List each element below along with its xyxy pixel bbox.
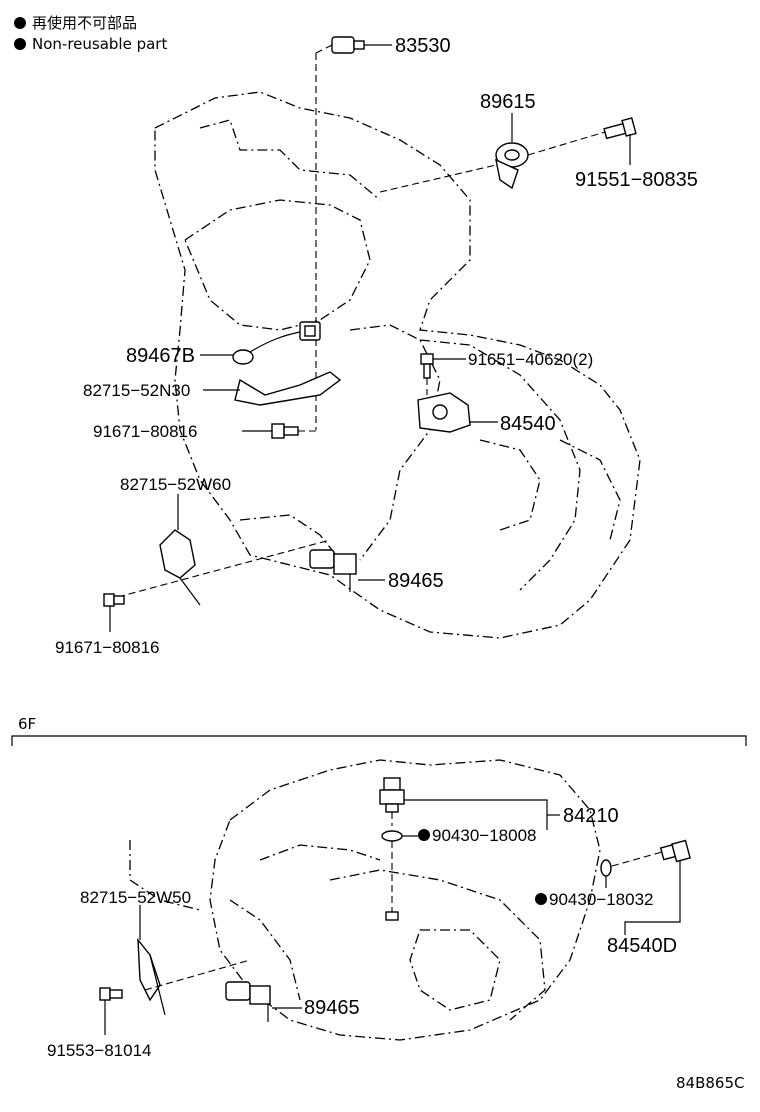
bolt-91553-81014[interactable] — [99, 987, 123, 1035]
legend-jp-text: 再使用不可部品 — [32, 14, 137, 32]
neutral-start-switch-84540[interactable] — [417, 392, 498, 433]
oil-pressure-switch-83530[interactable] — [315, 36, 392, 430]
part-label-84540[interactable]: 84540 — [500, 413, 556, 435]
bolt-91651-40620[interactable] — [420, 353, 466, 395]
part-label-91551-80835[interactable]: 91551−80835 — [575, 169, 698, 191]
gasket-90430-18032[interactable] — [600, 859, 612, 888]
switch-84540d[interactable] — [611, 839, 691, 935]
bolt-91551-80835[interactable] — [603, 117, 637, 165]
part-label-84540d[interactable]: 84540D — [607, 935, 677, 957]
oxygen-sensor-89467b[interactable] — [200, 321, 321, 365]
part-label-82715-52n30[interactable]: 82715−52N30 — [83, 381, 190, 400]
non-reusable-bullet-icon — [14, 17, 26, 29]
section-label-6f: 6F — [18, 715, 36, 733]
part-label-91553-81014[interactable]: 91553−81014 — [47, 1041, 151, 1060]
part-label-83530[interactable]: 83530 — [395, 35, 451, 57]
part-label-90430-18032[interactable]: 90430−18032 — [549, 890, 653, 909]
part-label-89465-bottom[interactable]: 89465 — [304, 997, 360, 1019]
bracket-82715-52w60[interactable] — [159, 494, 201, 606]
part-label-82715-52w60[interactable]: 82715−52W60 — [120, 475, 231, 494]
part-label-91671-80816-upper[interactable]: 91671−80816 — [93, 422, 197, 441]
part-label-82715-52w50[interactable]: 82715−52W50 — [80, 888, 191, 907]
part-label-91671-80816-lower[interactable]: 91671−80816 — [55, 638, 159, 657]
non-reusable-marker-icon — [418, 829, 430, 841]
non-reusable-marker-icon — [535, 893, 547, 905]
legend-en-text: Non-reusable part — [32, 35, 167, 53]
part-label-89615[interactable]: 89615 — [480, 91, 536, 113]
bracket-82715-52w50[interactable] — [137, 905, 251, 1016]
part-label-89465-top[interactable]: 89465 — [388, 570, 444, 592]
speed-sensor-89465-top[interactable] — [309, 549, 385, 592]
bolt-91671-80816-lower[interactable] — [103, 593, 125, 632]
part-label-90430-18008[interactable]: 90430−18008 — [432, 826, 536, 845]
speed-sensor-89465-bottom[interactable] — [225, 981, 302, 1022]
bracket-82715-52n30[interactable] — [203, 371, 342, 406]
bolt-91671-80816-upper[interactable] — [242, 423, 316, 439]
section-divider — [11, 735, 747, 746]
part-label-91651-40620[interactable]: 91651−40620(2) — [468, 350, 593, 369]
knock-sensor-89615[interactable] — [495, 113, 529, 190]
diagram-code: 84B865C — [676, 1074, 744, 1092]
sensor-84210[interactable] — [379, 777, 548, 830]
non-reusable-bullet-icon — [14, 38, 26, 50]
gasket-90430-18008[interactable] — [381, 830, 418, 921]
legend: 再使用不可部品 Non-reusable part — [14, 14, 167, 53]
part-label-89467b[interactable]: 89467B — [126, 345, 195, 367]
bottom-transaxle-outline — [129, 759, 601, 1041]
part-label-84210[interactable]: 84210 — [563, 805, 619, 827]
